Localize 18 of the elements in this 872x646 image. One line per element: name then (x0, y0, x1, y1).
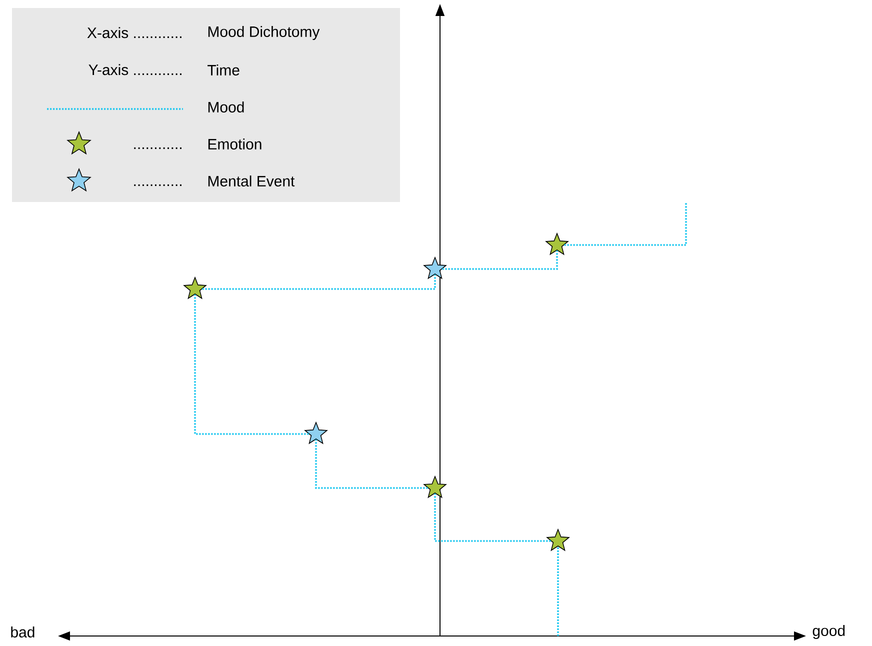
legend-label: Emotion (208, 138, 262, 150)
legend-label: Mental Event (208, 176, 295, 186)
axis-end-label: bad (11, 626, 34, 638)
mood-line (434, 493, 551, 542)
dot-leader: ............ (134, 147, 182, 149)
mood-line (315, 439, 428, 489)
axis-end-label: good (812, 625, 845, 639)
axis-name: X-axis ............ (87, 27, 182, 38)
mood-line (557, 546, 559, 636)
axis-meaning: Mood Dichotomy (208, 26, 320, 40)
axis-meaning: Time (208, 64, 240, 76)
mood-line (202, 274, 436, 290)
axis-name: Y-axis ............ (88, 64, 182, 76)
mood-line (564, 203, 687, 246)
legend-label: Mood (208, 102, 244, 112)
dot-leader: ............ (134, 184, 182, 186)
mood-line (194, 294, 309, 435)
mood-line (442, 250, 558, 270)
